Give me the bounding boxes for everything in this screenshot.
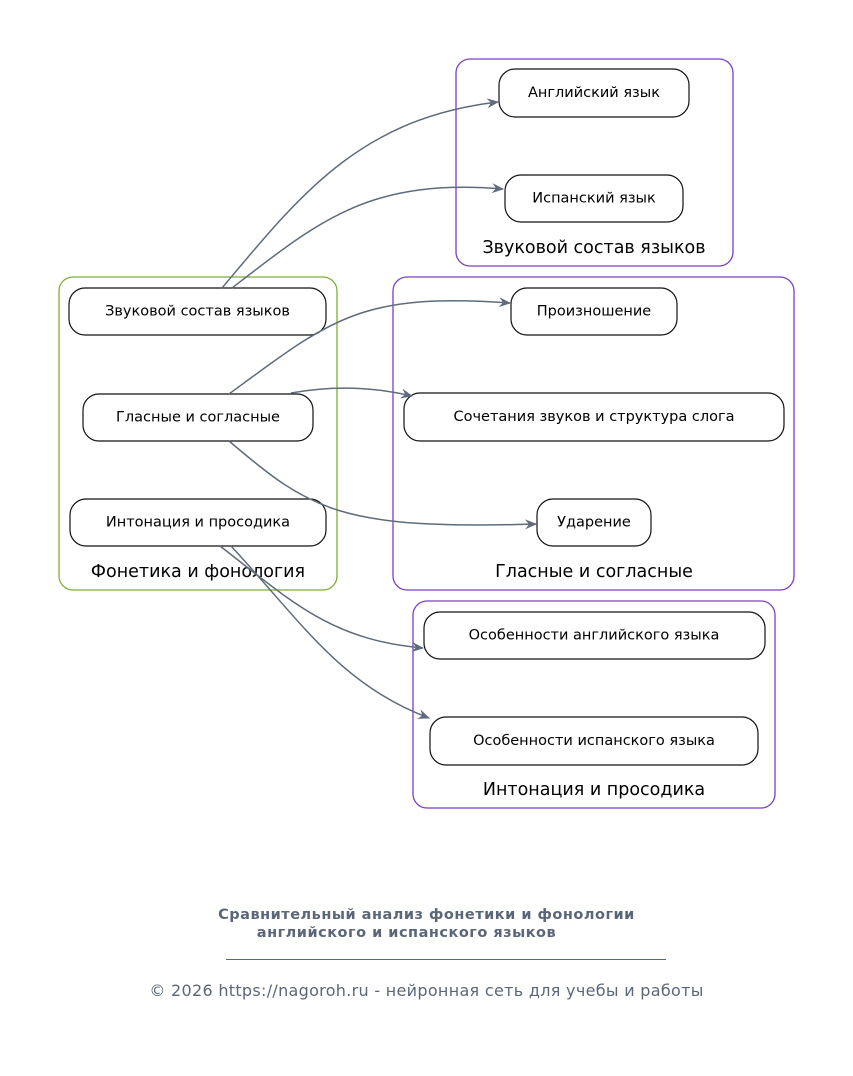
node-label: Интонация и просодика [106, 515, 290, 531]
node-box[interactable] [68, 287, 327, 336]
cluster-frame [455, 58, 734, 267]
node-spanish-features[interactable]: Особенности испанского языка [429, 716, 759, 766]
node-label: Сочетания звуков и структура слога [453, 409, 734, 425]
cluster-label: Фонетика и фонология [91, 562, 305, 582]
node-root-intonation[interactable]: Интонация и просодика [69, 498, 327, 547]
node-label: Произношение [537, 304, 652, 320]
footer-divider [226, 959, 666, 960]
node-pronunciation[interactable]: Произношение [510, 287, 678, 336]
node-label: Ударение [557, 515, 631, 531]
node-box[interactable] [403, 392, 785, 442]
footer-title-line-1: Сравнительный анализ фонетики и фонологи… [218, 907, 635, 923]
cluster-vowels-consonants: Гласные и согласные [392, 276, 795, 591]
node-syllable-structure[interactable]: Сочетания звуков и структура слога [403, 392, 785, 442]
cluster-label: Интонация и просодика [483, 780, 705, 800]
node-box[interactable] [429, 716, 759, 766]
node-label: Особенности испанского языка [473, 733, 715, 749]
cluster-sound-composition: Звуковой состав языков [455, 58, 734, 267]
node-box[interactable] [510, 287, 678, 336]
node-label: Особенности английского языка [469, 628, 720, 644]
footer-title-line-2: английского и испанского языков [256, 925, 557, 941]
node-box[interactable] [82, 393, 314, 442]
edge-sound-to-spanish [231, 183, 504, 289]
node-label: Звуковой состав языков [105, 304, 290, 320]
edge-vowels-to-stress [228, 440, 537, 530]
cluster-label: Звуковой состав языков [482, 238, 705, 258]
cluster-label: Гласные и согласные [495, 562, 693, 582]
node-root-sound[interactable]: Звуковой состав языков [68, 287, 327, 336]
node-label: Английский язык [528, 85, 660, 101]
node-label: Испанский язык [532, 191, 656, 207]
cluster-phonetics-phonology: Фонетика и фонология [58, 276, 338, 591]
node-english[interactable]: Английский язык [498, 68, 690, 118]
footer-copyright: © 2026 https://nagoroh.ru - нейронная се… [149, 981, 704, 1000]
edge-vowels-to-pronunciation [228, 297, 511, 395]
node-box[interactable] [423, 611, 766, 660]
edge-intonation-to-english-features [219, 545, 424, 653]
cluster-frame [58, 276, 338, 591]
edge-sound-to-english [221, 98, 499, 289]
edge-vowels-to-syllable [290, 387, 413, 399]
node-english-features[interactable]: Особенности английского языка [423, 611, 766, 660]
node-label: Гласные и согласные [116, 410, 280, 426]
cluster-frame [412, 600, 776, 809]
cluster-frame [392, 276, 795, 591]
node-box[interactable] [498, 68, 690, 118]
node-box[interactable] [504, 174, 684, 223]
node-spanish[interactable]: Испанский язык [504, 174, 684, 223]
node-box[interactable] [69, 498, 327, 547]
node-box[interactable] [536, 498, 652, 547]
edge-intonation-to-spanish-features [230, 545, 430, 719]
cluster-intonation-prosody: Интонация и просодика [412, 600, 776, 809]
node-root-vowels[interactable]: Гласные и согласные [82, 393, 314, 442]
node-stress[interactable]: Ударение [536, 498, 652, 547]
